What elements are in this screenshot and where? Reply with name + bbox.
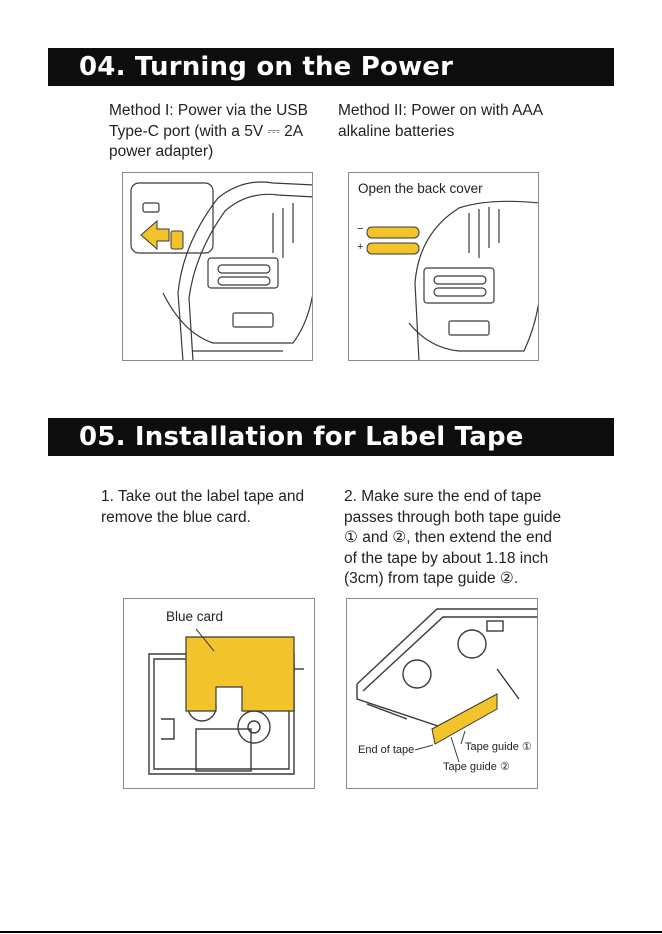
- end-of-tape-label: End of tape: [358, 744, 415, 756]
- battery-device-drawing: [366, 200, 538, 360]
- tape-guide-2-label: Tape guide ②: [443, 761, 510, 773]
- method2-text: Method II: Power on with AAA alkaline ba…: [338, 102, 544, 140]
- battery-minus-sign: −: [357, 223, 364, 235]
- arrow-icon: [140, 219, 170, 251]
- section-title-power: 04. Turning on the Power: [79, 52, 454, 82]
- bottom-rule: [0, 931, 662, 933]
- tape-guide-drawing: [356, 608, 537, 763]
- cassette-drawing: [148, 628, 304, 775]
- open-back-cover-caption: Open the back cover: [358, 181, 483, 196]
- step2-text: 2. Make sure the end of tape passes thro…: [344, 488, 562, 587]
- usb-device-drawing: [130, 181, 312, 360]
- battery-power-illustration: Open the back cover − +: [348, 172, 539, 361]
- tape-end-shape: [431, 693, 498, 745]
- battery-plus-sign: +: [357, 241, 364, 253]
- usb-power-illustration: [122, 172, 313, 361]
- usb-plug-icon: [170, 230, 184, 250]
- step1-text: 1. Take out the label tape and remove th…: [101, 488, 305, 526]
- tape-guide-illustration: End of tape Tape guide ① Tape guide ②: [346, 598, 538, 789]
- method1-text: Method I: Power via the USB Type-C port …: [109, 102, 309, 160]
- blue-card-caption: Blue card: [166, 609, 224, 624]
- tape-guide-1-label: Tape guide ①: [465, 741, 532, 753]
- section-banner-power: 04. Turning on the Power: [48, 48, 614, 86]
- section-title-tape: 05. Installation for Label Tape: [79, 422, 524, 452]
- section-banner-tape: 05. Installation for Label Tape: [48, 418, 614, 456]
- tape-cassette-blue-card-illustration: Blue card: [123, 598, 315, 789]
- blue-card-shape: [185, 636, 295, 712]
- aaa-batteries-icon: [366, 226, 420, 255]
